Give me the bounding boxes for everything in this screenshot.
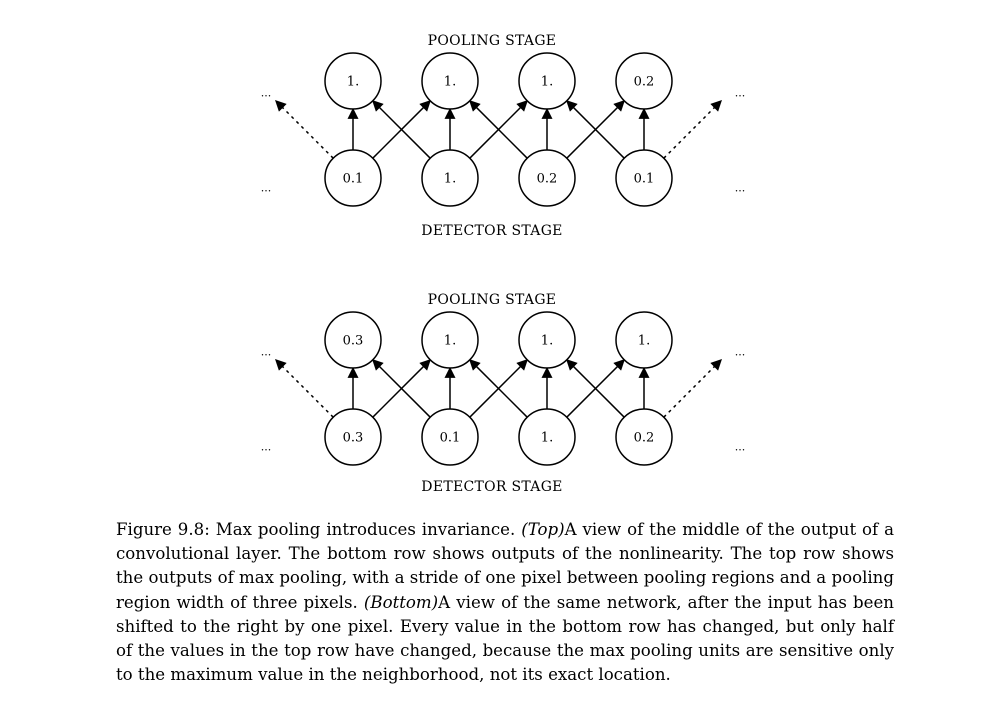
pooling-arrow bbox=[469, 359, 528, 418]
detector-value: 1. bbox=[541, 431, 553, 446]
ellipsis-right-detector: ... bbox=[735, 182, 746, 195]
pooling-stage-label: POOLING STAGE bbox=[428, 292, 557, 308]
detector-stage-label: DETECTOR STAGE bbox=[421, 223, 562, 239]
ellipsis-left-pooling: ... bbox=[261, 87, 272, 100]
detector-value: 0.1 bbox=[343, 172, 364, 187]
detector-value: 0.2 bbox=[537, 172, 558, 187]
ellipsis-right-pooling: ... bbox=[735, 346, 746, 359]
offscreen-arrow-left bbox=[275, 100, 334, 159]
pooling-value: 1. bbox=[541, 334, 553, 349]
ellipsis-left-detector: ... bbox=[261, 182, 272, 195]
pooling-node bbox=[615, 311, 673, 369]
caption-text-1: Max pooling introduces invariance. bbox=[209, 520, 522, 539]
max-pooling-diagram: POOLING STAGE DETECTOR STAGE............ 1… bbox=[261, 33, 746, 495]
pooling-node bbox=[421, 52, 479, 110]
pooling-value: 0.3 bbox=[343, 334, 364, 349]
ellipsis-right-detector: ... bbox=[735, 441, 746, 454]
pooling-node bbox=[518, 52, 576, 110]
pooling-value: 1. bbox=[541, 75, 553, 90]
pooling-node bbox=[324, 311, 382, 369]
pooling-value: 1. bbox=[444, 334, 456, 349]
caption-text-3: A view of the same network, after the in… bbox=[116, 592, 894, 685]
detector-node bbox=[324, 149, 382, 207]
pooling-arrow bbox=[566, 359, 625, 418]
pooling-value: 1. bbox=[444, 75, 456, 90]
pooling-value: 0.2 bbox=[634, 75, 655, 90]
ellipsis-right-pooling: ... bbox=[735, 87, 746, 100]
detector-node bbox=[615, 408, 673, 466]
pooling-value: 1. bbox=[347, 75, 359, 90]
figure-caption: Figure 9.8: Max pooling introduces invar… bbox=[116, 518, 894, 687]
offscreen-arrow-left bbox=[275, 359, 334, 418]
detector-node bbox=[518, 149, 576, 207]
pooling-arrow bbox=[566, 100, 625, 159]
pooling-node bbox=[421, 311, 479, 369]
offscreen-arrow-right bbox=[663, 359, 722, 418]
pooling-value: 1. bbox=[638, 334, 650, 349]
detector-value: 1. bbox=[444, 172, 456, 187]
detector-node bbox=[615, 149, 673, 207]
detector-value: 0.1 bbox=[440, 431, 461, 446]
bottom-diagram: POOLING STAGE DETECTOR STAGE............ 0… bbox=[261, 292, 746, 495]
ellipsis-left-detector: ... bbox=[261, 441, 272, 454]
caption-text-2: A view of the middle of the output of a … bbox=[116, 520, 894, 612]
pooling-node bbox=[324, 52, 382, 110]
ellipsis-left-pooling: ... bbox=[261, 346, 272, 359]
detector-node bbox=[518, 408, 576, 466]
top-diagram: POOLING STAGE DETECTOR STAGE............ 1… bbox=[261, 33, 746, 239]
offscreen-arrow-right bbox=[663, 100, 722, 159]
detector-node bbox=[421, 408, 479, 466]
pooling-arrow bbox=[469, 100, 528, 159]
pooling-node bbox=[518, 311, 576, 369]
detector-value: 0.1 bbox=[634, 172, 655, 187]
detector-node bbox=[421, 149, 479, 207]
figure-label: Figure 9.8: bbox=[116, 520, 210, 539]
pooling-stage-label: POOLING STAGE bbox=[428, 33, 557, 49]
detector-node bbox=[324, 408, 382, 466]
pooling-arrow bbox=[372, 359, 431, 418]
pooling-node bbox=[615, 52, 673, 110]
pooling-arrow bbox=[372, 100, 431, 159]
detector-stage-label: DETECTOR STAGE bbox=[421, 479, 562, 495]
caption-bottom-tag: (Bottom) bbox=[363, 592, 439, 612]
caption-top-tag: (Top) bbox=[521, 520, 565, 539]
detector-value: 0.3 bbox=[343, 431, 364, 446]
detector-value: 0.2 bbox=[634, 431, 655, 446]
